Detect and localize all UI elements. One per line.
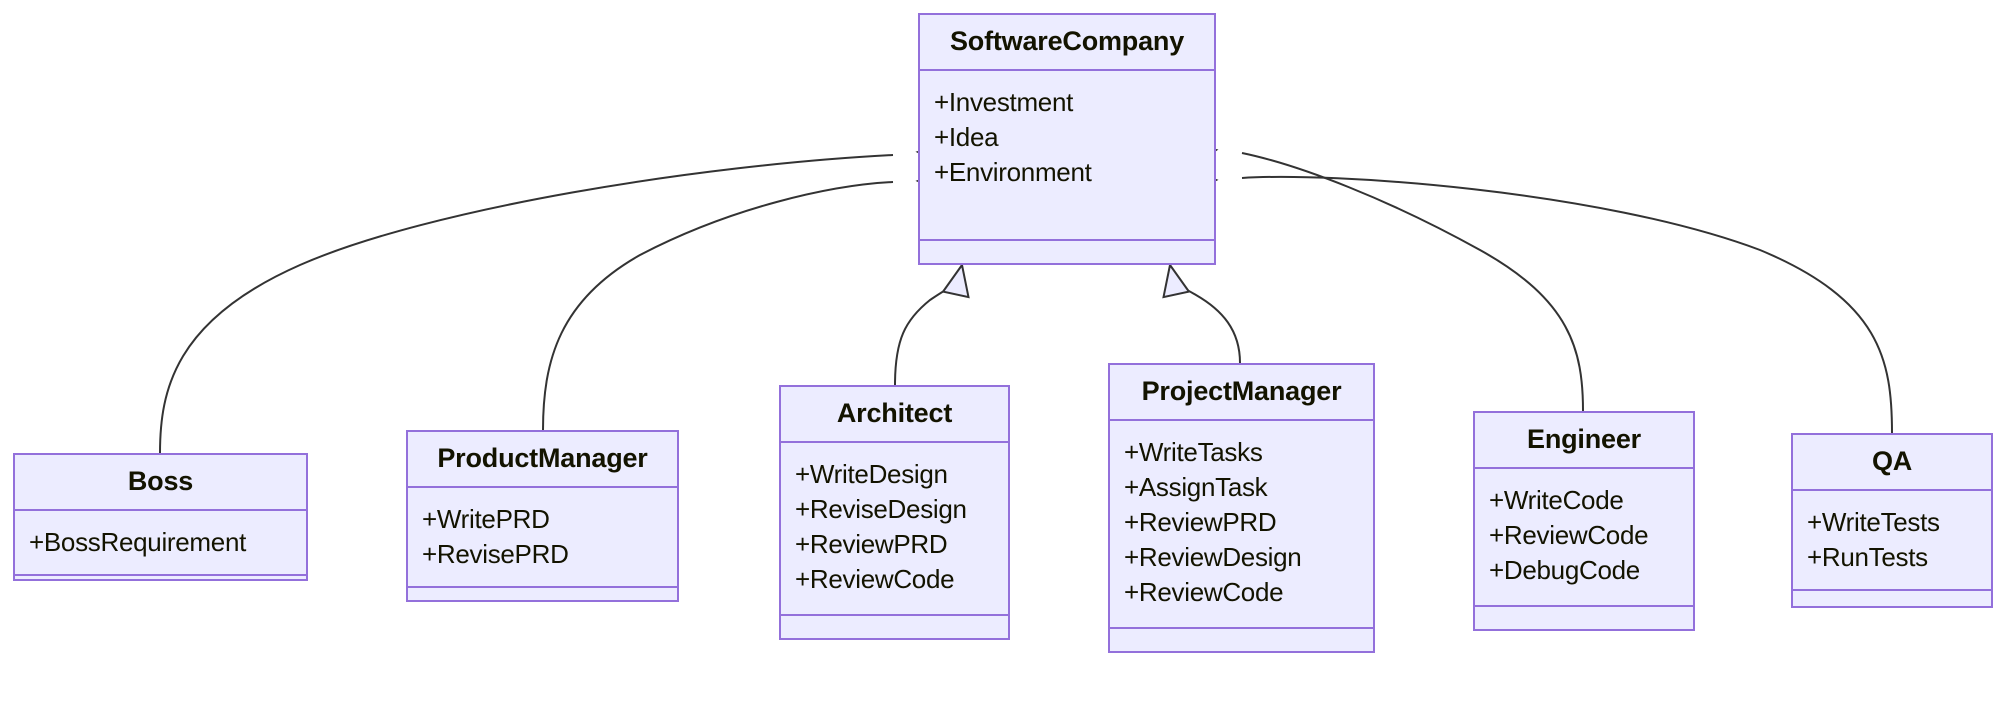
generalization-line: [894, 285, 959, 386]
class-attributes-qa: +WriteTests +RunTests: [1793, 491, 1991, 591]
class-attribute: +WritePRD: [422, 504, 550, 534]
class-attributes-engineer: +WriteCode +ReviewCode +DebugCode: [1475, 469, 1693, 607]
class-methods-boss: [15, 576, 306, 598]
uml-class-architect[interactable]: Architect +WriteDesign +ReviseDesign +Revie…: [779, 385, 1010, 640]
uml-class-qa[interactable]: QA +WriteTests +RunTests: [1791, 433, 1993, 608]
class-attribute: +Idea: [934, 122, 999, 152]
class-name-project-manager: ProjectManager: [1110, 365, 1373, 421]
class-attribute: +BossRequirement: [29, 527, 247, 557]
class-attribute: +ReviewPRD: [795, 529, 948, 559]
class-attribute: +WriteTests: [1807, 507, 1940, 537]
edge-project-manager: [1162, 262, 1241, 364]
class-attribute: +ReviewPRD: [1124, 507, 1277, 537]
class-attributes-project-manager: +WriteTasks +AssignTask +ReviewPRD +ReviewD…: [1110, 421, 1373, 629]
class-attribute: +ReviewCode: [795, 564, 955, 594]
class-name-engineer: Engineer: [1475, 413, 1693, 469]
generalization-line: [1172, 285, 1241, 364]
class-name-product-manager: ProductManager: [408, 432, 677, 488]
inheritance-arrowhead-icon: [941, 262, 970, 299]
inheritance-arrowhead-icon: [1162, 262, 1191, 299]
class-attribute: +WriteTasks: [1124, 437, 1263, 467]
class-attribute: +AssignTask: [1124, 472, 1268, 502]
uml-class-product-manager[interactable]: ProductManager +WritePRD +RevisePRD: [406, 430, 679, 602]
uml-class-software-company[interactable]: SoftwareCompany +Investment +Idea +Environm…: [918, 13, 1216, 265]
class-attribute: +RevisePRD: [422, 539, 569, 569]
class-attribute: +ReviewCode: [1489, 520, 1649, 550]
class-attribute: +RunTests: [1807, 542, 1928, 572]
class-attributes-software-company: +Investment +Idea +Environment: [920, 71, 1214, 241]
class-attribute: +ReviewCode: [1124, 577, 1284, 607]
class-attributes-architect: +WriteDesign +ReviseDesign +ReviewPRD +Revi…: [781, 443, 1008, 616]
class-methods-qa: [1793, 591, 1991, 613]
class-attributes-boss: +BossRequirement: [15, 511, 306, 576]
uml-class-engineer[interactable]: Engineer +WriteCode +ReviewCode +DebugCode: [1473, 411, 1695, 631]
class-name-software-company: SoftwareCompany: [920, 15, 1214, 71]
class-methods-project-manager: [1110, 629, 1373, 651]
class-attributes-product-manager: +WritePRD +RevisePRD: [408, 488, 677, 588]
class-name-architect: Architect: [781, 387, 1008, 443]
class-name-boss: Boss: [15, 455, 306, 511]
edge-architect: [894, 262, 970, 386]
class-attribute: +DebugCode: [1489, 555, 1640, 585]
class-name-qa: QA: [1793, 435, 1991, 491]
class-attribute: +ReviewDesign: [1124, 542, 1302, 572]
class-attribute: +ReviseDesign: [795, 494, 967, 524]
uml-class-boss[interactable]: Boss +BossRequirement: [13, 453, 308, 581]
class-methods-architect: [781, 616, 1008, 638]
class-attribute: +Investment: [934, 87, 1074, 117]
class-methods-software-company: [920, 241, 1214, 263]
class-methods-engineer: [1475, 607, 1693, 629]
class-methods-product-manager: [408, 588, 677, 610]
class-attribute: +WriteDesign: [795, 459, 948, 489]
class-attribute: +WriteCode: [1489, 485, 1624, 515]
class-attribute: +Environment: [934, 157, 1092, 187]
uml-class-project-manager[interactable]: ProjectManager +WriteTasks +AssignTask +Rev…: [1108, 363, 1375, 653]
